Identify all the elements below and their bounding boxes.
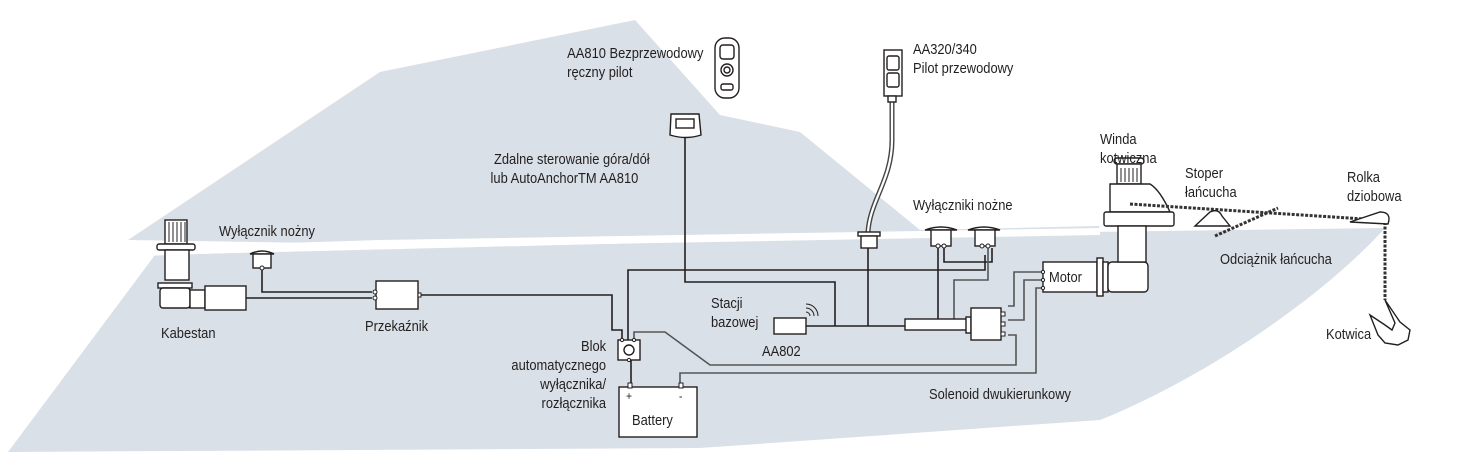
chain-snubber-line <box>1214 206 1279 238</box>
battery-minus-terminal: - <box>679 389 683 403</box>
wires <box>246 100 1042 387</box>
battery-icon <box>618 382 698 438</box>
foot-switch-icon <box>967 226 1001 249</box>
handheld-remote-icon <box>714 37 740 99</box>
label-motor: Motor <box>1049 269 1082 286</box>
label-line: Stacji <box>711 295 743 312</box>
anchor-chain <box>1129 202 1387 300</box>
label-line: automatycznego <box>511 357 606 374</box>
label-line: Rolka <box>1347 169 1380 186</box>
label-solenoid: Solenoid dwukierunkowy <box>929 386 1071 403</box>
foot-switch-icon <box>249 250 275 271</box>
label-foot-switch: Wyłącznik nożny <box>219 223 315 240</box>
label-line: Blok <box>580 338 606 355</box>
label-line: AA320/340 <box>913 41 977 58</box>
battery-plus-terminal: + <box>626 389 633 403</box>
label-windlass: Winda kotwiczna <box>1100 130 1157 168</box>
label-capstan: Kabestan <box>161 325 216 342</box>
label-updown-control: Zdalne sterowanie góra/dół lub AutoAncho… <box>490 150 650 188</box>
label-chain-stopper: Stoper łańcucha <box>1185 164 1237 202</box>
label-line: Stoper <box>1185 165 1224 182</box>
label-line: Pilot przewodowy <box>913 60 1014 77</box>
label-line: dziobowa <box>1347 188 1402 205</box>
circuit-breaker-icon <box>617 337 641 363</box>
wired-remote-connector-icon <box>857 231 881 249</box>
label-line: łańcucha <box>1185 184 1237 201</box>
label-line: lub AutoAnchorTM AA810 <box>490 170 639 187</box>
bow-roller-icon <box>1349 211 1390 225</box>
label-wireless-remote: AA810 Bezprzewodowy ręczny pilot <box>567 44 703 82</box>
windlass-icon <box>1103 157 1175 263</box>
cabin-superstructure <box>128 20 1100 244</box>
label-relay: Przekaźnik <box>365 318 429 335</box>
wired-remote-icon <box>883 49 903 103</box>
label-line: rozłącznika <box>541 395 606 412</box>
capstan-icon <box>156 219 247 311</box>
label-base-station-model: AA802 <box>762 343 801 360</box>
label-line: bazowej <box>711 314 759 331</box>
anchor-icon <box>1368 299 1411 346</box>
label-line: ręczny pilot <box>566 64 632 81</box>
label-chain-snubber: Odciążnik łańcucha <box>1220 251 1332 268</box>
wireless-base-station-icon <box>773 303 819 335</box>
label-base-station: Stacji bazowej <box>711 294 758 332</box>
motor-icon <box>1040 257 1149 297</box>
chain-stopper-icon <box>1193 209 1232 227</box>
label-line: wyłącznika/ <box>540 376 606 393</box>
label-wired-remote: AA320/340 Pilot przewodowy <box>913 40 1013 78</box>
label-line: Zdalne sterowanie góra/dół <box>494 151 650 168</box>
label-line: kotwiczna <box>1100 150 1157 167</box>
hull-shape <box>8 228 1385 452</box>
solenoid-icon <box>904 307 1006 341</box>
label-line: AA810 Bezprzewodowy <box>566 45 703 62</box>
label-line: Winda <box>1100 131 1137 148</box>
label-foot-switches: Wyłączniki nożne <box>913 197 1013 214</box>
foot-switch-icon <box>924 226 958 249</box>
label-breaker: Blok automatycznego wyłącznika/ rozłączn… <box>511 337 606 413</box>
relay-box-icon <box>372 280 422 310</box>
label-bow-roller: Rolka dziobowa <box>1347 168 1402 206</box>
label-anchor: Kotwica <box>1326 326 1372 343</box>
control-panel-icon <box>669 113 702 139</box>
label-battery: Battery <box>632 412 673 429</box>
